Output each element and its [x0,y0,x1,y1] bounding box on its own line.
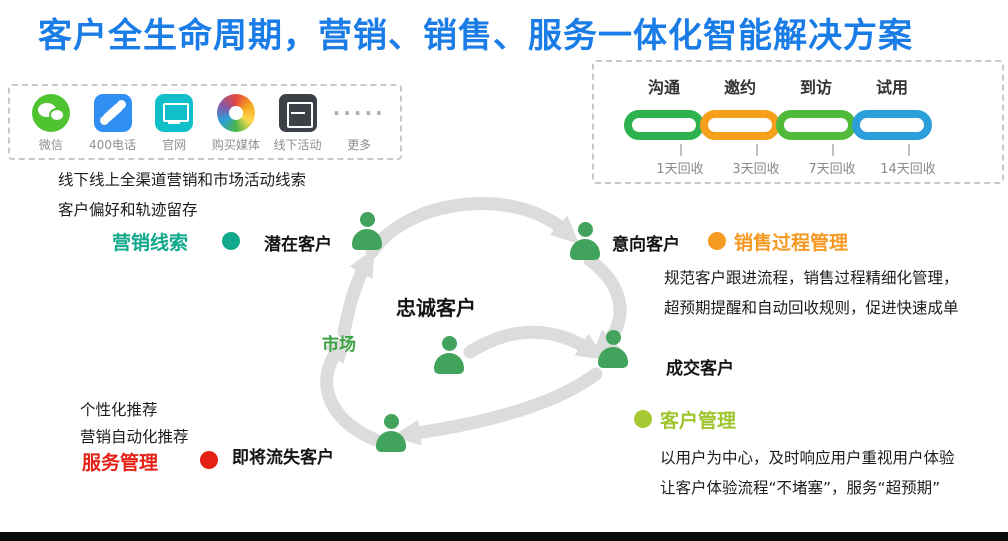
customer-mgmt-dot [634,410,652,428]
bottom-bar [0,532,1008,541]
sales-process-dot [708,232,726,250]
service-mgmt-dot [200,451,218,469]
channel-label: 官网 [162,138,187,152]
channel-item-phone: 400电话 [82,94,144,153]
stage-label-trial: 试用 [875,78,909,97]
phone-icon [93,94,132,132]
channel-item-media: 购买媒体 [205,94,267,153]
marketing-leads-label: 营销线索 [112,232,189,254]
customer-mgmt-label: 客户管理 [660,410,737,432]
marketing-leads-dot [222,232,240,250]
potential-customer-label: 潜在客户 [264,235,332,255]
recycle-stages-panel: 沟通 邀约 到访 试用 1天回收 3天回收 7天回收 14天回收 [592,60,1004,184]
chain-links-graphic [624,110,932,140]
wechat-icon [31,94,70,132]
connector-line [908,144,910,156]
stage-label-visit: 到访 [799,78,833,97]
intent-customer-label: 意向客户 [612,235,680,255]
more-dots-icon: ····· [332,101,386,125]
person-icon-potential [350,212,384,250]
media-icon [216,94,255,132]
channel-item-offline: 线下活动 [267,94,329,153]
channels-desc-line-2: 客户偏好和轨迹留存 [58,201,198,219]
channel-label: 购买媒体 [211,138,260,152]
sales-process-desc-1: 规范客户跟进流程，销售过程精细化管理， [664,269,959,287]
offline-activity-icon [278,94,317,132]
chain-link-visit-icon [776,110,856,140]
market-label: 市场 [322,335,356,355]
sales-process-label: 销售过程管理 [734,232,849,254]
chain-link-trial-icon [852,110,932,140]
connector-line [680,144,682,156]
channel-label: 微信 [38,138,63,152]
chain-link-communicate-icon [624,110,704,140]
service-mgmt-label: 服务管理 [82,452,159,474]
person-icon-deal [596,330,630,368]
recycle-label-7day: 7天回收 [808,162,856,177]
channel-item-more: ····· 更多 [328,94,390,153]
churn-customer-label: 即将流失客户 [232,448,334,468]
channel-item-wechat: 微信 [20,94,82,153]
sales-process-desc-2: 超预期提醒和自动回收规则，促进快速成单 [664,299,959,317]
connector-line [756,144,758,156]
service-mgmt-desc-1: 个性化推荐 [80,401,158,419]
recycle-label-3day: 3天回收 [732,162,780,177]
person-icon-churn [374,414,408,452]
website-icon [155,94,194,132]
channel-label: 线下活动 [273,138,322,152]
channels-panel: 微信 400电话 官网 购买媒体 线下活动 ····· 更多 [8,84,402,160]
recycle-label-1day: 1天回收 [656,162,704,177]
recycle-label-14day: 14天回收 [880,162,936,177]
loyal-customer-label: 忠诚客户 [396,296,476,320]
person-icon-intent [568,222,602,260]
customer-mgmt-desc-1: 以用户为中心，及时响应用户重视用户体验 [660,449,955,467]
stage-label-communicate: 沟通 [647,78,681,97]
stage-label-invite: 邀约 [723,78,757,97]
channel-label: 400电话 [89,138,136,152]
page-title: 客户全生命周期，营销、销售、服务一体化智能解决方案 [38,16,913,56]
service-mgmt-desc-2: 营销自动化推荐 [80,428,189,446]
deal-customer-label: 成交客户 [666,359,734,379]
customer-mgmt-desc-2: 让客户体验流程“不堵塞”，服务“超预期” [660,479,941,497]
channel-item-website: 官网 [143,94,205,153]
chain-link-invite-icon [700,110,780,140]
channels-desc-line-1: 线下线上全渠道营销和市场活动线索 [58,171,307,189]
connector-line [832,144,834,156]
person-icon-loyal [432,336,466,374]
channel-label: 更多 [347,138,372,152]
